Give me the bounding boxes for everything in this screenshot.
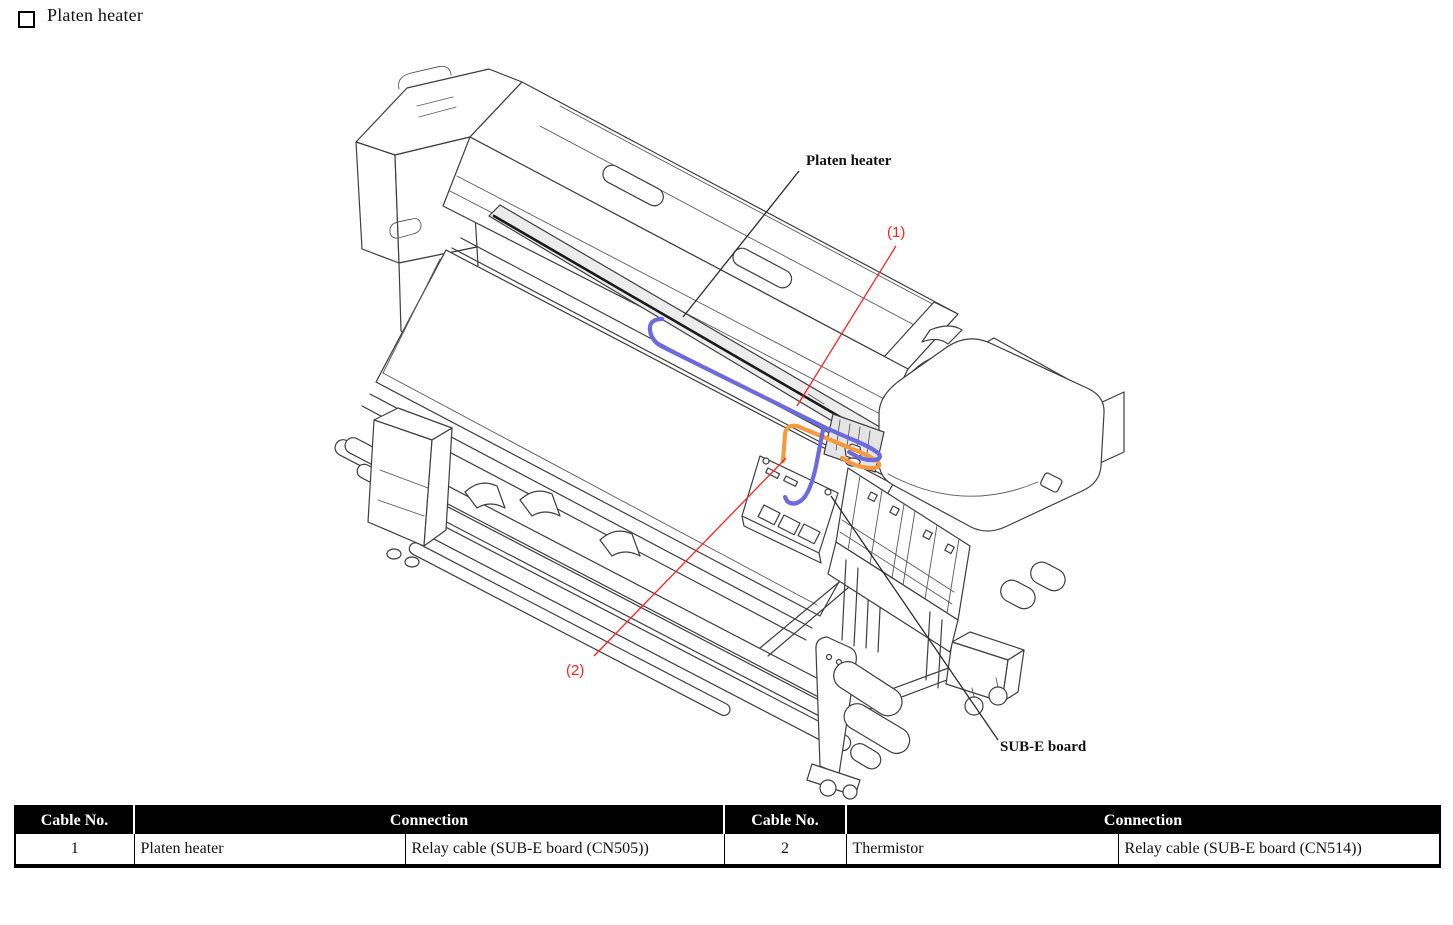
cable-connection-table: Cable No. Connection Cable No. Connectio… bbox=[14, 805, 1442, 868]
cell-cable-no-1: 1 bbox=[70, 840, 79, 857]
caster-wheel bbox=[988, 686, 1008, 706]
label-platen-heater: Platen heater bbox=[806, 153, 892, 169]
header-connection-left: Connection bbox=[132, 806, 725, 834]
leader-platen-heater bbox=[682, 170, 800, 318]
cable-platen-heater-blue bbox=[647, 316, 882, 463]
hand-grip-slot bbox=[602, 164, 664, 207]
caster-wheel bbox=[1000, 579, 1036, 610]
leader-callout-2 bbox=[593, 457, 787, 657]
connector bbox=[757, 504, 781, 526]
printer-line-art bbox=[334, 65, 1125, 800]
caster-wheel bbox=[1030, 561, 1066, 592]
cell-connection-2: Relay cable (SUB-E board (CN514)) bbox=[1117, 834, 1441, 866]
leader-sub-e-board bbox=[830, 495, 999, 741]
caster-wheel bbox=[819, 779, 837, 797]
cable-connection-table-wrap: Cable No. Connection Cable No. Connectio… bbox=[14, 805, 1442, 868]
cell-cable-no-2: 2 bbox=[723, 834, 847, 866]
right-end-cover bbox=[878, 338, 1105, 532]
cell-component-2: Thermistor bbox=[845, 834, 1119, 866]
take-up-roller bbox=[833, 661, 903, 717]
table-header-row: Cable No. Connection Cable No. Connectio… bbox=[15, 806, 1441, 834]
section-title: Platen heater bbox=[47, 5, 144, 25]
connector bbox=[777, 514, 801, 536]
header-cable-no-left: Cable No. bbox=[15, 806, 134, 834]
take-up-roller bbox=[843, 703, 911, 754]
label-sub-e-board: SUB-E board bbox=[1000, 739, 1087, 755]
leader-callout-1 bbox=[796, 245, 897, 407]
caster-wheel bbox=[842, 784, 858, 800]
lower-frame bbox=[334, 393, 852, 752]
cell-component-1: Platen heater bbox=[133, 834, 405, 866]
cell-connection-1: Relay cable (SUB-E board (CN505)) bbox=[404, 834, 725, 866]
header-cable-no-right: Cable No. bbox=[723, 806, 847, 834]
table-row: 1 Platen heater Relay cable (SUB-E board… bbox=[15, 834, 1441, 866]
ink-cartridge-bay bbox=[827, 467, 1066, 689]
stand-legs bbox=[759, 559, 1025, 800]
header-connection-right: Connection bbox=[845, 806, 1441, 834]
roller-tube bbox=[408, 542, 731, 717]
connector bbox=[797, 523, 821, 545]
callout-2: (2) bbox=[566, 662, 584, 679]
callout-1: (1) bbox=[887, 224, 905, 241]
top-cover bbox=[469, 81, 959, 370]
checkbox-icon bbox=[18, 11, 35, 28]
cable-platen-heater-blue-branch bbox=[782, 427, 826, 506]
